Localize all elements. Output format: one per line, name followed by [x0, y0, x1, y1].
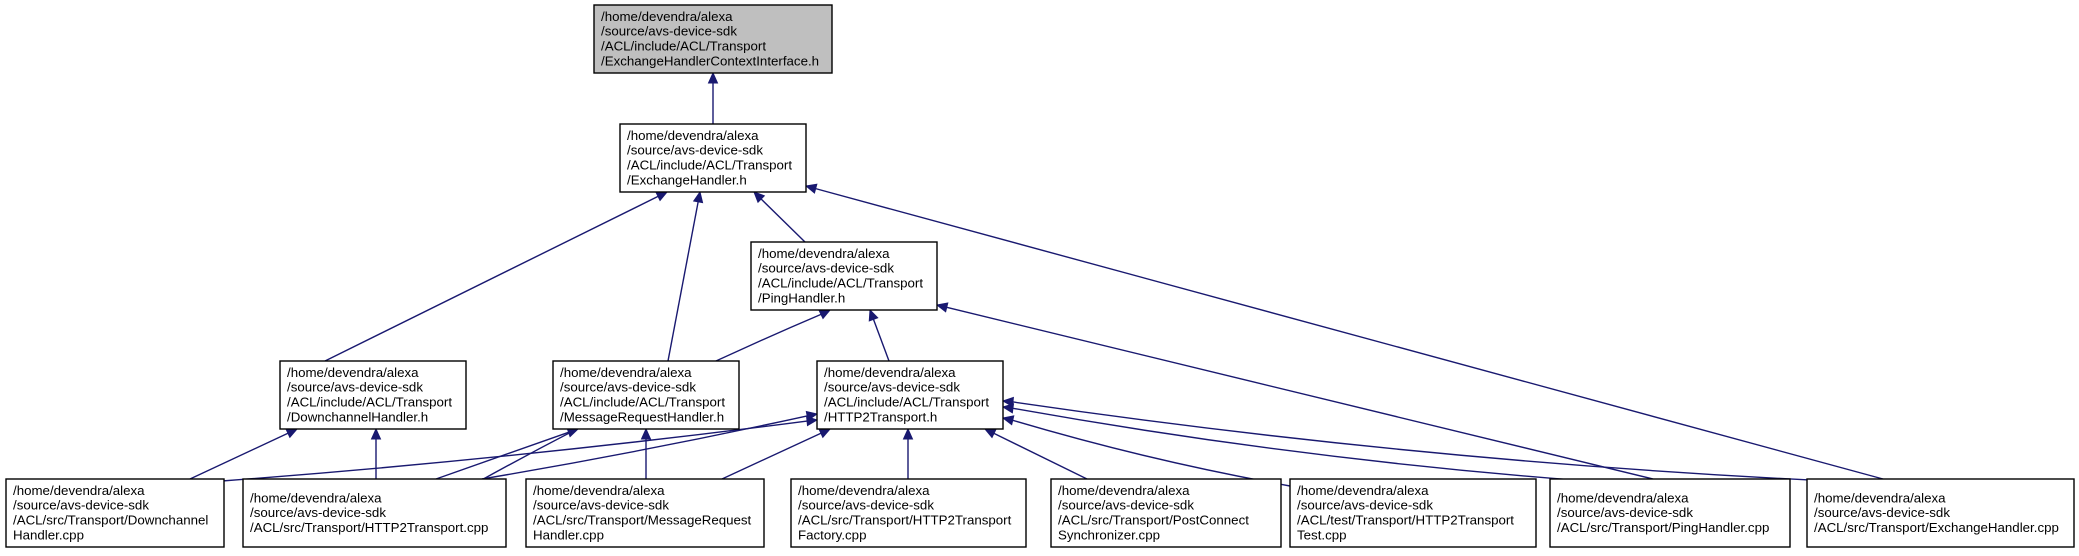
node-test-cpp[interactable]: /home/devendra/alexa/source/avs-device-s… [1289, 478, 1537, 548]
node-label-line: /ACL/include/ACL/Transport [601, 39, 766, 54]
node-label-line: /ACL/include/ACL/Transport [627, 158, 792, 173]
node-label-line: /home/devendra/alexa [1814, 490, 1946, 505]
edge-exchange_cpp-to-exchange_h [804, 183, 1884, 480]
node-label-line: Test.cpp [1297, 527, 1347, 542]
node-label-line: /home/devendra/alexa [287, 365, 419, 380]
node-http2-h[interactable]: /home/devendra/alexa/source/avs-device-s… [816, 360, 1004, 430]
node-ping-cpp[interactable]: /home/devendra/alexa/source/avs-device-s… [1549, 478, 1791, 548]
node-label-line: /ACL/include/ACL/Transport [560, 395, 725, 410]
node-label-line: /source/avs-device-sdk [1058, 498, 1194, 513]
node-label-line: Synchronizer.cpp [1058, 527, 1160, 542]
node-label-line: /ACL/src/Transport/PingHandler.cpp [1557, 520, 1769, 535]
node-downchannel-h[interactable]: /home/devendra/alexa/source/avs-device-s… [279, 360, 467, 430]
node-label-line: /source/avs-device-sdk [758, 261, 894, 276]
edge-http2_cpp-to-downchannel_h [370, 427, 382, 479]
node-label-line: /source/avs-device-sdk [1297, 498, 1433, 513]
node-label-line: /ACL/src/Transport/ExchangeHandler.cpp [1814, 520, 2059, 535]
edge-ping_cpp-to-ping_h [935, 302, 1654, 480]
node-ping-h[interactable]: /home/devendra/alexa/source/avs-device-s… [750, 241, 938, 311]
node-label-line: /source/avs-device-sdk [1557, 505, 1693, 520]
node-msgreq-h[interactable]: /home/devendra/alexa/source/avs-device-s… [552, 360, 740, 430]
node-label-line: /source/avs-device-sdk [824, 380, 960, 395]
node-label-line: /home/devendra/alexa [533, 483, 665, 498]
graph-nodes: /home/devendra/alexa/source/avs-device-s… [5, 4, 2075, 548]
node-label-line: Factory.cpp [798, 527, 866, 542]
node-context-iface: /home/devendra/alexa/source/avs-device-s… [593, 4, 833, 74]
node-label-line: /source/avs-device-sdk [533, 498, 669, 513]
node-label-line: /home/devendra/alexa [1557, 490, 1689, 505]
node-label-line: /ACL/include/ACL/Transport [287, 395, 452, 410]
node-label-line: Handler.cpp [533, 527, 604, 542]
node-label-line: Handler.cpp [13, 527, 84, 542]
edge-exchange_cpp-to-http2_h [1001, 396, 1831, 482]
node-label-line: /home/devendra/alexa [601, 9, 733, 24]
node-label-line: /DownchannelHandler.h [287, 409, 428, 424]
node-label-line: /home/devendra/alexa [560, 365, 692, 380]
node-label-line: /ACL/src/Transport/HTTP2Transport.cpp [250, 520, 488, 535]
edge-test_cpp-to-http2_h [1001, 415, 1291, 487]
node-label-line: /home/devendra/alexa [1297, 483, 1429, 498]
edge-msgreq_h-to-exchange_h [667, 190, 704, 362]
node-label-line: /ACL/include/ACL/Transport [824, 395, 989, 410]
node-exchange-cpp[interactable]: /home/devendra/alexa/source/avs-device-s… [1806, 478, 2075, 548]
node-label-line: /home/devendra/alexa [627, 128, 759, 143]
node-label-line: /source/avs-device-sdk [560, 380, 696, 395]
edge-msgreq_cpp-to-http2_h [721, 428, 832, 480]
node-label-line: /source/avs-device-sdk [798, 498, 934, 513]
edge-factory_cpp-to-http2_h [902, 427, 914, 479]
node-label-line: /ExchangeHandler.h [627, 172, 747, 187]
edge-msgreq_cpp-to-msgreq_h [640, 427, 652, 479]
node-label-line: /ACL/src/Transport/MessageRequest [533, 513, 752, 528]
node-label-line: /home/devendra/alexa [250, 490, 382, 505]
node-label-line: /ACL/src/Transport/Downchannel [13, 513, 208, 528]
node-label-line: /source/avs-device-sdk [287, 380, 423, 395]
node-label-line: /MessageRequestHandler.h [560, 409, 724, 424]
node-label-line: /ExchangeHandlerContextInterface.h [601, 53, 819, 68]
node-label-line: /source/avs-device-sdk [1814, 505, 1950, 520]
edge-downchannel_cpp-to-downchannel_h [189, 428, 299, 480]
node-msgreq-cpp[interactable]: /home/devendra/alexa/source/avs-device-s… [525, 478, 765, 548]
node-label-line: /home/devendra/alexa [13, 483, 145, 498]
node-label-line: /home/devendra/alexa [798, 483, 930, 498]
node-label-line: /HTTP2Transport.h [824, 409, 937, 424]
node-postconnect-cpp[interactable]: /home/devendra/alexa/source/avs-device-s… [1050, 478, 1282, 548]
node-http2-cpp[interactable]: /home/devendra/alexa/source/avs-device-s… [242, 478, 507, 548]
edge-ping_h-to-exchange_h [753, 191, 806, 243]
node-exchange-h[interactable]: /home/devendra/alexa/source/avs-device-s… [619, 123, 807, 193]
edge-http2_h-to-ping_h [868, 308, 890, 362]
node-label-line: /source/avs-device-sdk [250, 505, 386, 520]
node-label-line: /ACL/test/Transport/HTTP2Transport [1297, 513, 1514, 528]
node-label-line: /home/devendra/alexa [824, 365, 956, 380]
node-label-line: /source/avs-device-sdk [601, 24, 737, 39]
graph-edges [189, 71, 1884, 487]
edge-http2_cpp-to-http2_h [481, 410, 819, 480]
node-label-line: /home/devendra/alexa [1058, 483, 1190, 498]
node-label-line: /ACL/src/Transport/PostConnect [1058, 513, 1249, 528]
node-label-line: /ACL/include/ACL/Transport [758, 276, 923, 291]
node-label-line: /ACL/src/Transport/HTTP2Transport [798, 513, 1012, 528]
edge-downchannel_h-to-exchange_h [324, 191, 669, 362]
node-label-line: /PingHandler.h [758, 290, 845, 305]
node-label-line: /source/avs-device-sdk [13, 498, 149, 513]
edge-exchange_h-to-context_iface [707, 71, 719, 124]
node-label-line: /source/avs-device-sdk [627, 143, 763, 158]
edge-http2_cpp-to-msgreq_h [435, 427, 580, 480]
node-downchannel-cpp[interactable]: /home/devendra/alexa/source/avs-device-s… [5, 478, 225, 548]
node-label-line: /home/devendra/alexa [758, 246, 890, 261]
node-factory-cpp[interactable]: /home/devendra/alexa/source/avs-device-s… [790, 478, 1027, 548]
